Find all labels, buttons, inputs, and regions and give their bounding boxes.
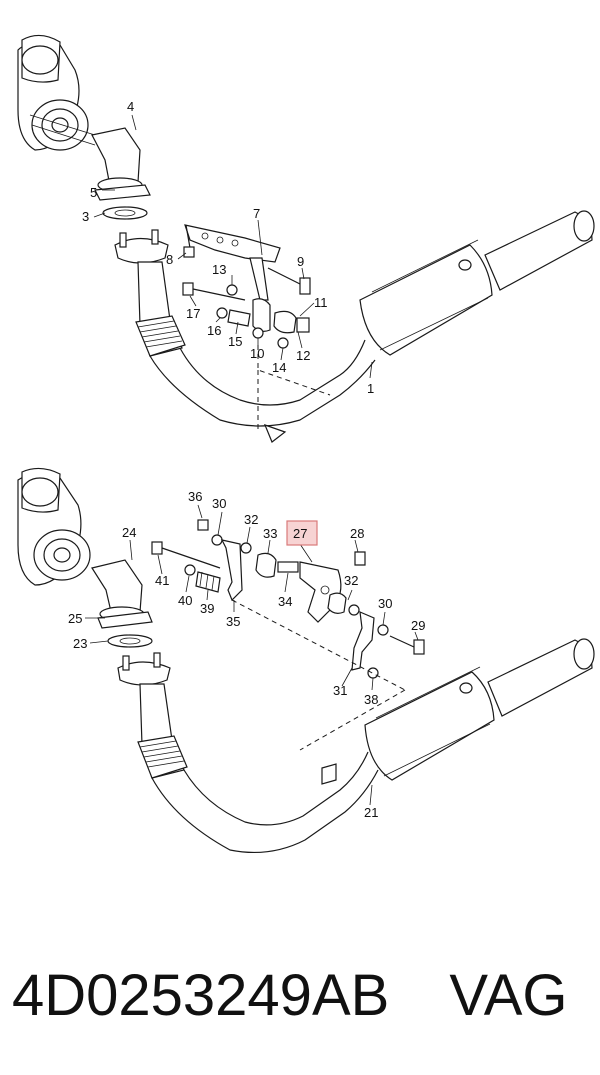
callout-4: 4 [127,99,134,114]
highlight-27-box [286,520,318,546]
callout-38: 38 [364,692,378,707]
elbow-pipe-top [91,127,141,187]
callout-14: 14 [272,360,286,375]
callout-35: 35 [226,614,240,629]
callout-11: 11 [314,295,328,310]
callout-30b: 30 [378,596,392,611]
leaders-bottom [85,504,419,806]
callout-15: 15 [228,334,242,349]
front-pipe-bottom [151,769,379,854]
catalytic-converter-bottom [364,638,595,781]
callout-9: 9 [297,254,304,269]
turbocharger-top [17,34,96,151]
callout-31: 31 [333,683,347,698]
callout-8: 8 [166,252,173,267]
gasket-bottom [107,634,153,648]
callout-39: 39 [200,601,214,616]
callout-16: 16 [207,323,221,338]
bracket-top [184,224,281,263]
callout-1: 1 [367,381,374,396]
flange-top [94,184,151,201]
callout-23: 23 [73,636,87,651]
callouts-top: 1 3 4 5 7 8 9 10 11 12 13 14 15 16 17 [82,99,374,396]
catalytic-converter-top [359,210,595,356]
gasket-top [102,206,148,220]
callout-33: 33 [263,526,277,541]
callout-17: 17 [186,306,200,321]
callout-30a: 30 [212,496,226,511]
callout-7: 7 [253,206,260,221]
front-pipe-top [149,355,376,427]
callout-24: 24 [122,525,136,540]
bracket-left-bottom [220,539,243,602]
callout-28: 28 [350,526,364,541]
top-assembly [17,34,595,443]
bracket-right-bottom [351,611,375,671]
callout-29: 29 [411,618,425,633]
callout-10: 10 [250,346,264,361]
callout-25: 25 [68,611,82,626]
callout-32a: 32 [244,512,258,527]
callout-32b: 32 [344,573,358,588]
callout-34: 34 [278,594,292,609]
part-number: 4D0253249AB [12,962,390,1028]
leaders-top [93,114,373,379]
callout-36: 36 [188,489,202,504]
exhaust-parts-diagram: 1 3 4 5 7 8 9 10 11 12 13 14 15 16 17 [17,34,595,854]
callout-27: 27 [293,526,307,541]
callout-41: 41 [155,573,169,588]
flex-bellows-bottom [137,735,188,779]
callout-5: 5 [90,185,97,200]
turbocharger-bottom [17,467,91,586]
callout-13: 13 [212,262,226,277]
bottom-assembly [17,467,595,854]
brand-name: VAG [449,962,568,1028]
flange-bottom [97,611,153,629]
callout-40: 40 [178,593,192,608]
callout-21: 21 [364,805,378,820]
callout-3: 3 [82,209,89,224]
callout-12: 12 [296,348,310,363]
flex-bellows-top [135,315,186,357]
callouts-bottom: 21 23 24 25 27 28 29 30 30 31 32 32 33 3… [68,489,425,820]
footer: 4D0253249AB VAG [12,955,592,1035]
